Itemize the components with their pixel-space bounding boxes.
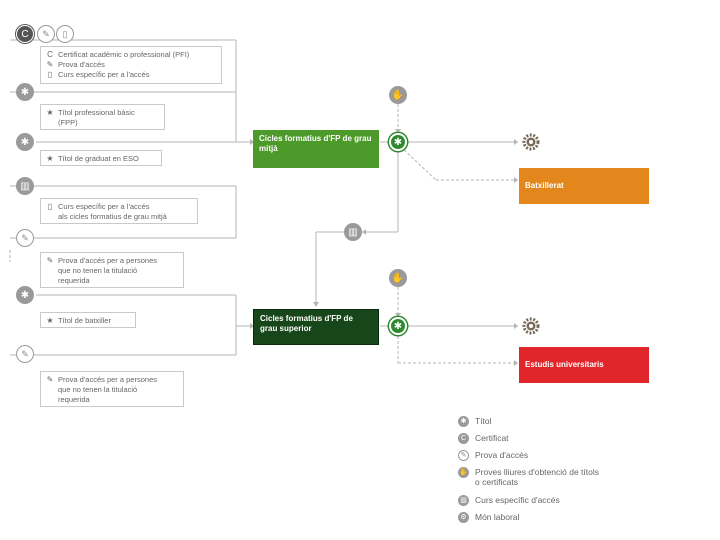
certificate-icon: C: [458, 433, 469, 444]
box-line: Títol professional bàsic: [58, 108, 135, 117]
pencil-icon: ✎: [37, 25, 55, 43]
info-box-batxiller: ★ Títol de batxiller: [40, 312, 136, 328]
star-icon: ✱: [389, 133, 407, 151]
legend-label: Certificat: [475, 433, 509, 443]
gear-icon: [522, 133, 540, 151]
box-line: requerida: [58, 276, 90, 285]
box-line: que no tenen la titulació: [58, 266, 138, 275]
info-box-eso: ★ Títol de graduat en ESO: [40, 150, 162, 166]
node-estudis-universitaris: Estudis universitaris: [519, 347, 649, 383]
legend-label: Proves lliures d'obtenció de títols: [475, 467, 599, 477]
node-cfgs: Cicles formatius d'FP de grau superior: [253, 309, 379, 345]
star-icon: ✱: [458, 416, 469, 427]
legend-label: o certificats: [475, 477, 518, 487]
box-line: que no tenen la titulació: [58, 385, 138, 394]
box-line: Curs específic per a l'accés: [58, 70, 150, 79]
box-line: Prova d'accés per a persones: [58, 375, 157, 384]
info-box-fpp: ★ Títol professional bàsic (FPP): [40, 104, 165, 130]
info-box-prova-cfgs: ✎ Prova d'accés per a persones que no ten…: [40, 371, 184, 407]
hands-icon: ✋: [389, 86, 407, 104]
info-box-prova-cfgm: ✎ Prova d'accés per a persones que no ten…: [40, 252, 184, 288]
gear-icon: [522, 317, 540, 335]
node-cfgm: Cicles formatius d'FP de grau mitjà: [253, 130, 379, 168]
star-icon: ✱: [16, 133, 34, 151]
box-line: (FPP): [58, 118, 78, 127]
book-icon: ▯: [56, 25, 74, 43]
legend-label: Món laboral: [475, 512, 520, 522]
star-icon: ✱: [16, 286, 34, 304]
pencil-icon: ✎: [16, 229, 34, 247]
pencil-icon: ✎: [46, 256, 54, 265]
star-icon: ★: [46, 154, 54, 163]
certificate-icon: C: [16, 25, 34, 43]
star-icon: ✱: [389, 317, 407, 335]
box-line: als cicles formatius de grau mitjà: [58, 212, 167, 221]
book-icon: ▥: [16, 177, 34, 195]
legend-label: Títol: [475, 416, 492, 426]
hands-icon: ✋: [389, 269, 407, 287]
book-icon: ▥: [458, 495, 469, 506]
box-line: Certificat acadèmic o professional (PFI): [58, 50, 190, 59]
book-icon: ▯: [47, 70, 53, 79]
legend-label: Prova d'accés: [475, 450, 529, 460]
hands-icon: ✋: [458, 467, 469, 478]
box-line: requerida: [58, 395, 90, 404]
info-box-pfi: C Certificat acadèmic o professional (PFI…: [40, 46, 222, 84]
box-line: Títol de batxiller: [58, 316, 111, 325]
box-line: Títol de graduat en ESO: [58, 154, 139, 163]
star-icon: ★: [46, 108, 54, 117]
node-batxillerat: Batxillerat: [519, 168, 649, 204]
pencil-icon: ✎: [16, 345, 34, 363]
box-line: Prova d'accés per a persones: [58, 256, 157, 265]
book-icon: ▯: [47, 202, 53, 211]
legend-label: Curs específic d'accés: [475, 495, 560, 505]
box-line: Prova d'accés: [58, 60, 105, 69]
star-icon: ✱: [16, 83, 34, 101]
box-line: Curs específic per a l'accés: [58, 202, 150, 211]
book-icon: ▥: [344, 223, 362, 241]
gear-icon: ⚙: [458, 512, 469, 523]
info-box-curs-cfgm: ▯ Curs específic per a l'accés als cicles…: [40, 198, 198, 224]
pencil-icon: ✎: [46, 375, 54, 384]
pencil-icon: ✎: [458, 450, 469, 461]
certificate-icon: C: [47, 50, 53, 59]
pencil-icon: ✎: [46, 60, 54, 69]
star-icon: ★: [46, 316, 54, 325]
